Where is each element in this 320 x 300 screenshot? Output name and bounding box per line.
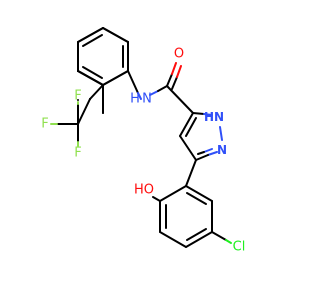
bond bbox=[186, 228, 207, 241]
pyrazole-nh-nitrogen-label: N bbox=[214, 110, 224, 124]
bond bbox=[185, 117, 197, 137]
bond bbox=[185, 231, 213, 248]
bond bbox=[149, 90, 159, 96]
bond bbox=[176, 65, 182, 78]
bonds bbox=[77, 27, 129, 114]
bond bbox=[137, 92, 142, 100]
bond-skeleton bbox=[127, 62, 232, 248]
upper-ring bbox=[77, 27, 129, 86]
bond bbox=[152, 196, 161, 202]
bond bbox=[166, 85, 194, 114]
carbonyl-oxygen-label: O bbox=[174, 47, 184, 62]
chlorine-label: Cl bbox=[233, 240, 246, 255]
bond bbox=[77, 70, 104, 86]
bond bbox=[185, 185, 213, 202]
fluorine-bottom-label: F bbox=[74, 146, 81, 161]
bond bbox=[159, 231, 187, 248]
bond bbox=[186, 192, 207, 205]
bond bbox=[203, 148, 213, 153]
bond bbox=[179, 135, 197, 161]
bond bbox=[211, 231, 227, 241]
bond bbox=[192, 112, 205, 115]
bond bbox=[207, 151, 218, 156]
bond bbox=[82, 34, 103, 47]
pyrazole-nitrogen-label: N bbox=[217, 143, 227, 157]
fluorine-top-label: F bbox=[74, 89, 81, 104]
bond bbox=[225, 239, 232, 244]
atom-labels: O N H H N N HO Cl F F F bbox=[41, 47, 245, 255]
cf3-visible-bonds bbox=[50, 70, 104, 147]
bond bbox=[171, 76, 178, 90]
bond bbox=[219, 126, 223, 141]
bond bbox=[102, 70, 129, 86]
molecule-structure: O N H H N N HO Cl F F F bbox=[41, 27, 245, 255]
bond bbox=[77, 98, 91, 125]
amide-hydrogen-label: H bbox=[130, 92, 140, 107]
bond bbox=[185, 159, 197, 187]
bond bbox=[102, 27, 129, 43]
bond bbox=[77, 27, 104, 43]
bond bbox=[195, 154, 209, 161]
bond bbox=[171, 62, 177, 75]
bond bbox=[197, 151, 205, 155]
amide-nitrogen-label: N bbox=[142, 92, 152, 107]
pyrazole-nh-hydrogen-label: H bbox=[204, 110, 214, 124]
bond bbox=[82, 66, 103, 79]
hydroxyl-label: HO bbox=[134, 183, 154, 198]
bond bbox=[203, 113, 213, 116]
bond bbox=[157, 85, 168, 92]
bond bbox=[89, 84, 104, 100]
bond bbox=[179, 112, 194, 137]
bond bbox=[166, 73, 173, 87]
bond bbox=[159, 185, 187, 202]
fluorine-left-label: F bbox=[41, 117, 48, 132]
bond bbox=[127, 70, 139, 94]
